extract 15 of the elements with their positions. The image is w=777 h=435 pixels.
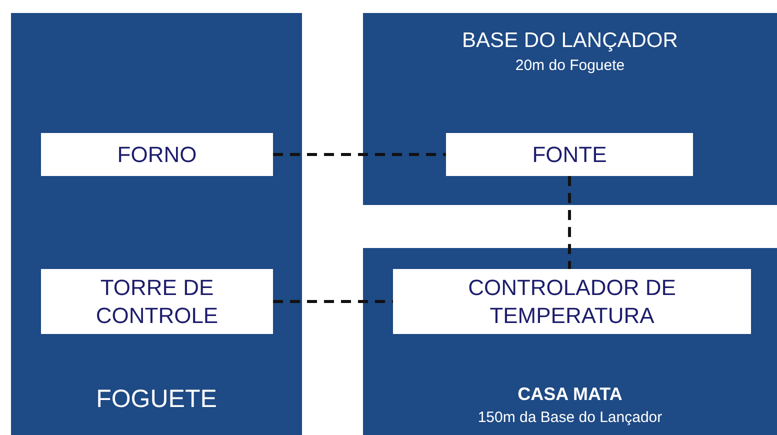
component-box: FORNO	[41, 133, 273, 176]
area-title: BASE DO LANÇADOR	[462, 28, 678, 54]
area-subtitle: 150m da Base do Lançador	[478, 408, 662, 428]
area-subtitle: 20m do Foguete	[515, 56, 625, 76]
dashed-connector	[568, 176, 571, 269]
area-title: FOGUETE	[96, 384, 217, 415]
area-panel	[363, 13, 777, 205]
area-title: CASA MATA	[518, 383, 622, 406]
area-panel	[11, 13, 302, 435]
component-box: CONTROLADOR DE TEMPERATURA	[393, 269, 751, 334]
dashed-connector	[273, 153, 446, 156]
dashed-connector	[273, 300, 393, 303]
component-box: FONTE	[446, 133, 693, 176]
area-panel	[363, 248, 777, 435]
component-box: TORRE DE CONTROLE	[41, 269, 273, 334]
